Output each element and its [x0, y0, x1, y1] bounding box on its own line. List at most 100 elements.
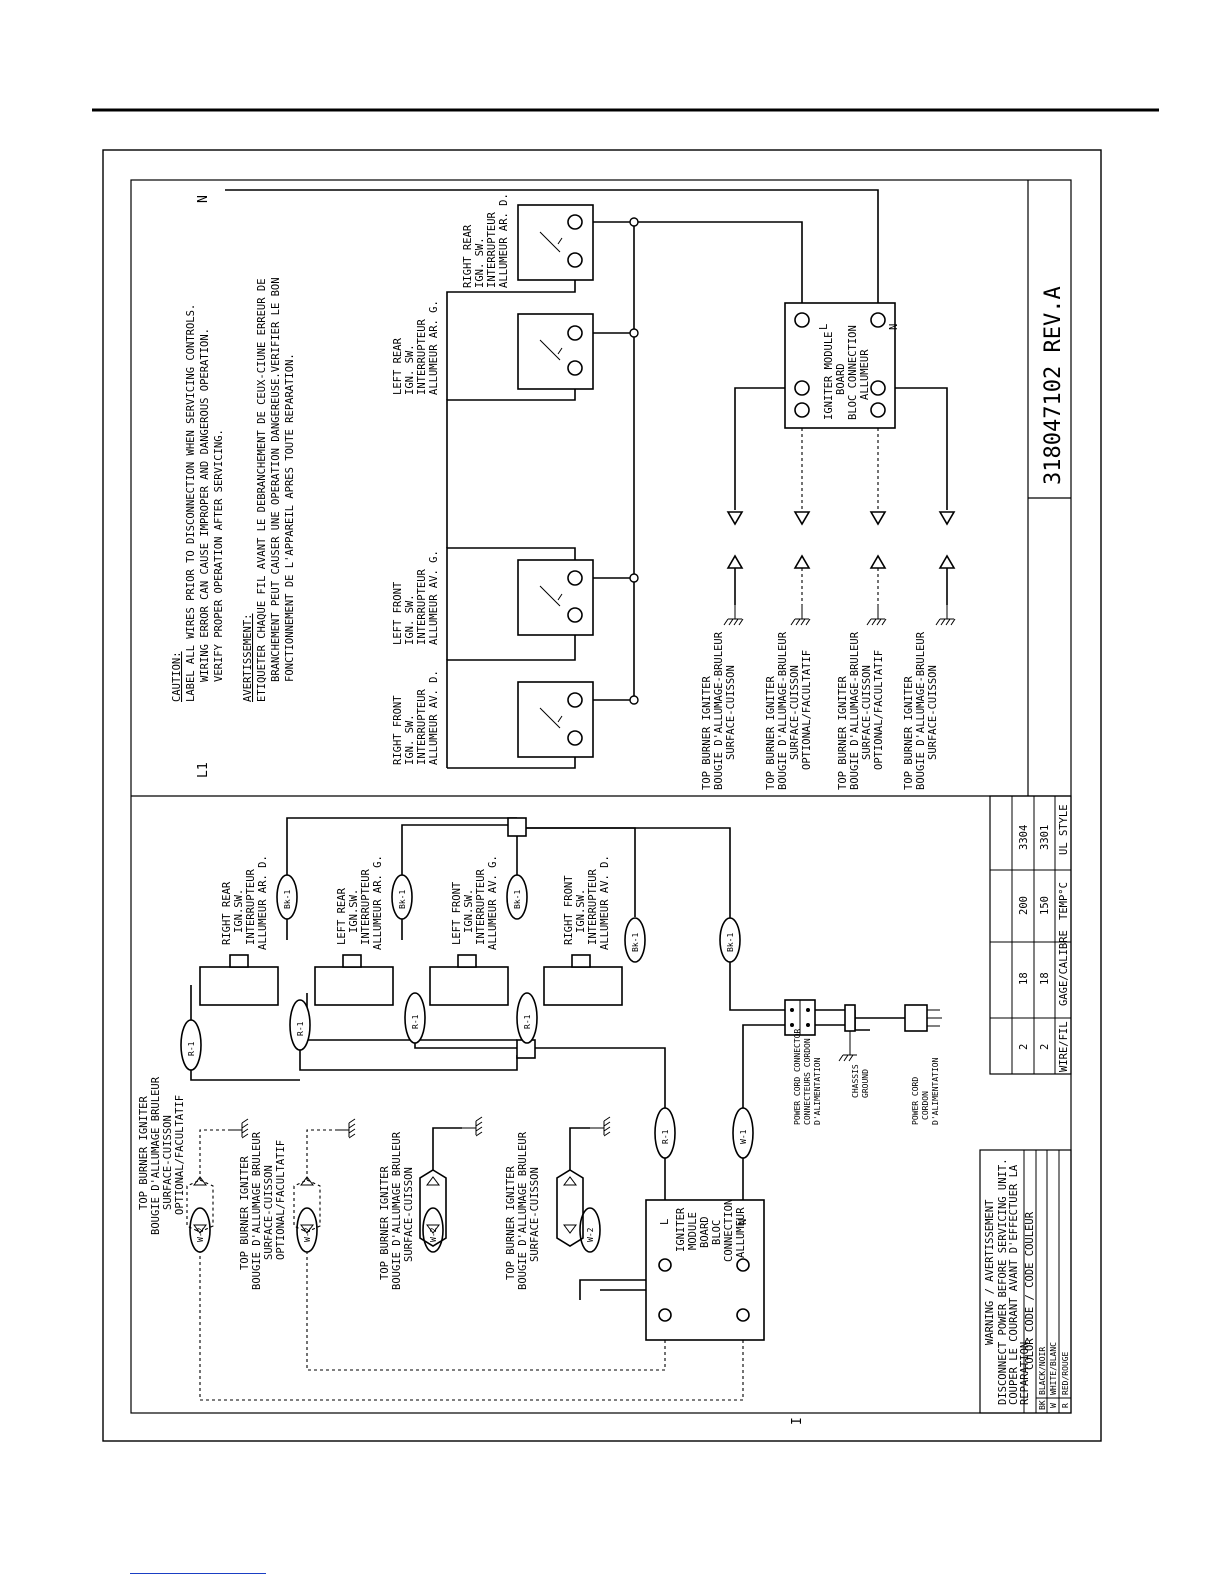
wiring-igniter-labels: TOP BURNER IGNITER BOUGIE D'ALLUMAGE BRU… — [138, 1076, 541, 1290]
svg-text:BLOC: BLOC — [711, 1220, 723, 1245]
svg-text:LEFT FRONT: LEFT FRONT — [451, 881, 463, 945]
svg-text:TOP BURNER IGNITER: TOP BURNER IGNITER — [379, 1166, 391, 1280]
svg-text:RED/ROUGE: RED/ROUGE — [1061, 1351, 1070, 1395]
wiring-switch-bodies — [199, 954, 623, 1006]
svg-text:BOUGIE D'ALLUMAGE BRULEUR: BOUGIE D'ALLUMAGE BRULEUR — [517, 1131, 529, 1290]
svg-text:OPTIONAL/FACULTATIF: OPTIONAL/FACULTATIF — [275, 1140, 287, 1260]
svg-text:L: L — [659, 1219, 671, 1225]
schematic-spark-gaps — [723, 511, 956, 626]
svg-text:TOP BURNER IGNITER: TOP BURNER IGNITER — [903, 676, 915, 790]
svg-text:CORDON: CORDON — [921, 1091, 930, 1120]
svg-text:CHASSIS: CHASSIS — [851, 1064, 860, 1098]
avertissement-line-1: ETIQUETER CHAQUE FIL AVANT LE DEBRANCHEM… — [256, 278, 268, 702]
avertissement-line-2: BRANCHEMENT PEUT CAUSER UNE OPERATION DA… — [270, 277, 282, 682]
svg-text:R: R — [1061, 1403, 1070, 1408]
svg-text:IGN. SW.: IGN. SW. — [404, 594, 416, 645]
avertissement-title: AVERTISSEMENT: — [242, 613, 254, 702]
svg-text:TOP BURNER IGNITER: TOP BURNER IGNITER — [505, 1166, 517, 1280]
svg-text:RIGHT REAR: RIGHT REAR — [462, 224, 474, 288]
svg-text:COLOR CODE / CODE COULEUR: COLOR CODE / CODE COULEUR — [1024, 1211, 1036, 1370]
svg-text:TOP BURNER IGNITER: TOP BURNER IGNITER — [765, 676, 777, 790]
wire-tags — [180, 874, 754, 1253]
caution-line-1: LABEL ALL WIRES PRIOR TO DISCONNECTION W… — [185, 304, 197, 702]
svg-text:ALLUMEUR AR. D.: ALLUMEUR AR. D. — [498, 193, 510, 288]
svg-text:L: L — [818, 324, 830, 330]
svg-text:INTERRUPTEUR: INTERRUPTEUR — [416, 568, 428, 645]
svg-text:W-2: W-2 — [429, 1227, 438, 1242]
svg-text:UL STYLE: UL STYLE — [1058, 804, 1070, 855]
wire-spec-table — [989, 795, 1072, 1075]
svg-text:TOP BURNER IGNITER: TOP BURNER IGNITER — [701, 676, 713, 790]
wiring-igniter-module — [645, 1199, 765, 1341]
svg-text:D'ALIMENTATION: D'ALIMENTATION — [813, 1057, 822, 1125]
svg-text:IGN. SW.: IGN. SW. — [404, 344, 416, 395]
svg-text:POWER CORD: POWER CORD — [911, 1077, 920, 1125]
svg-text:INTERRUPTEUR: INTERRUPTEUR — [416, 318, 428, 395]
svg-text:ALLUMEUR AR. G.: ALLUMEUR AR. G. — [428, 300, 440, 395]
avertissement-line-3: FONCTIONNEMENT DE L'APPAREIL APRES TOUTE… — [284, 353, 296, 682]
svg-text:ALLUMEUR: ALLUMEUR — [859, 349, 871, 400]
svg-text:ALLUMEUR AV. G.: ALLUMEUR AV. G. — [487, 855, 499, 950]
svg-text:IGN. SW.: IGN. SW. — [474, 237, 486, 288]
svg-text:R-1: R-1 — [661, 1129, 670, 1144]
svg-text:POWER CORD CONNECTOR: POWER CORD CONNECTOR — [793, 1028, 802, 1125]
line-l1-label: L1 — [196, 762, 211, 778]
schematic-switch-right-rear — [517, 204, 594, 281]
svg-text:BOUGIE D'ALLUMAGE-BRULEUR: BOUGIE D'ALLUMAGE-BRULEUR — [915, 631, 927, 790]
svg-text:BOUGIE D'ALLUMAGE BRULEUR: BOUGIE D'ALLUMAGE BRULEUR — [251, 1131, 263, 1290]
svg-text:GROUND: GROUND — [861, 1069, 870, 1098]
power-cord-connector — [784, 999, 816, 1036]
svg-text:ALLUMEUR AR. G.: ALLUMEUR AR. G. — [372, 855, 384, 950]
revision-text: 2 REV.A — [1041, 286, 1066, 379]
svg-text:LEFT REAR: LEFT REAR — [392, 337, 404, 395]
svg-text:D'ALIMENTATION: D'ALIMENTATION — [931, 1057, 940, 1125]
svg-text:TOP BURNER IGNITER: TOP BURNER IGNITER — [239, 1156, 251, 1270]
outer-frame — [102, 149, 1102, 1442]
svg-text:2: 2 — [1018, 1044, 1030, 1050]
power-cord-labels: POWER CORD CONNECTOR CONNECTEURS CORDON … — [793, 1028, 940, 1125]
svg-text:REPARATION.: REPARATION. — [1019, 1335, 1031, 1405]
svg-text:MODULE: MODULE — [687, 1212, 699, 1250]
svg-text:IGN. SW.: IGN. SW. — [404, 714, 416, 765]
svg-text:WHITE/BLANC: WHITE/BLANC — [1049, 1342, 1058, 1395]
svg-text:2: 2 — [1039, 1044, 1051, 1050]
wiring-switch-labels: RIGHT REAR IGN.SW. INTERRUPTEUR ALLUMEUR… — [221, 855, 611, 950]
svg-text:BLACK/NOIR: BLACK/NOIR — [1038, 1347, 1047, 1395]
svg-text:R-1: R-1 — [296, 1021, 305, 1036]
schematic-igniter-labels: TOP BURNER IGNITER BOUGIE D'ALLUMAGE-BRU… — [701, 631, 939, 790]
svg-text:OPTIONAL/FACULTATIF: OPTIONAL/FACULTATIF — [174, 1095, 186, 1215]
svg-text:BOUGIE D'ALLUMAGE-BRULEUR: BOUGIE D'ALLUMAGE-BRULEUR — [713, 631, 725, 790]
svg-text:DISCONNECT POWER BEFORE SERVIC: DISCONNECT POWER BEFORE SERVICING UNIT. — [997, 1158, 1009, 1405]
svg-text:CONNECTEURS CORDON: CONNECTEURS CORDON — [803, 1038, 812, 1125]
svg-text:150: 150 — [1039, 896, 1051, 915]
svg-text:CONNECTION: CONNECTION — [723, 1199, 735, 1262]
svg-text:BOARD: BOARD — [835, 363, 847, 395]
svg-text:RIGHT FRONT: RIGHT FRONT — [563, 875, 575, 945]
svg-text:ALLUMEUR AR. D.: ALLUMEUR AR. D. — [257, 855, 269, 950]
svg-text:TOP BURNER IGNITER: TOP BURNER IGNITER — [837, 676, 849, 790]
svg-text:INTERRUPTEUR: INTERRUPTEUR — [245, 868, 257, 945]
svg-text:LEFT REAR: LEFT REAR — [336, 887, 348, 945]
svg-text:OPTIONAL/FACULTATIF: OPTIONAL/FACULTATIF — [873, 650, 885, 770]
svg-text:BOUGIE D'ALLUMAGE-BRULEUR: BOUGIE D'ALLUMAGE-BRULEUR — [777, 631, 789, 790]
wire-tag-labels: Bk-1 Bk-1 Bk-1 Bk-1 Bk-1 R-1 R-1 R-1 R-1… — [187, 890, 748, 1242]
svg-text:SURFACE-CUISSON: SURFACE-CUISSON — [403, 1167, 415, 1262]
schematic-switch-left-front — [517, 559, 594, 636]
wiring-module-label: L IGNITER MODULE BOARD BLOC CONNECTION A… — [659, 1199, 749, 1262]
svg-text:ALLUMEUR AV. D.: ALLUMEUR AV. D. — [599, 855, 611, 950]
svg-text:RIGHT REAR: RIGHT REAR — [221, 881, 233, 945]
svg-text:INTERRUPTEUR: INTERRUPTEUR — [416, 688, 428, 765]
wiring-igniter-bodies — [186, 1116, 611, 1247]
svg-text:18: 18 — [1039, 972, 1051, 985]
svg-text:INTERRUPTEUR: INTERRUPTEUR — [475, 868, 487, 945]
footer-link-underline[interactable] — [130, 1573, 266, 1574]
svg-text:IGNITER: IGNITER — [675, 1207, 687, 1252]
svg-text:BK: BK — [1038, 1400, 1047, 1410]
line-n-label: N — [196, 195, 211, 203]
caution-line-3: VERIFY PROPER OPERATION AFTER SERVICING. — [213, 429, 225, 682]
svg-text:IGN.SW.: IGN.SW. — [575, 889, 587, 933]
svg-text:BOUGIE D'ALLUMAGE BRULEUR: BOUGIE D'ALLUMAGE BRULEUR — [150, 1076, 162, 1235]
svg-text:R-1: R-1 — [411, 1014, 420, 1029]
svg-text:ALLUMEUR AV. D.: ALLUMEUR AV. D. — [428, 670, 440, 765]
warning-block-text: WARNING / AVERTISSEMENT DISCONNECT POWER… — [984, 1158, 1036, 1405]
